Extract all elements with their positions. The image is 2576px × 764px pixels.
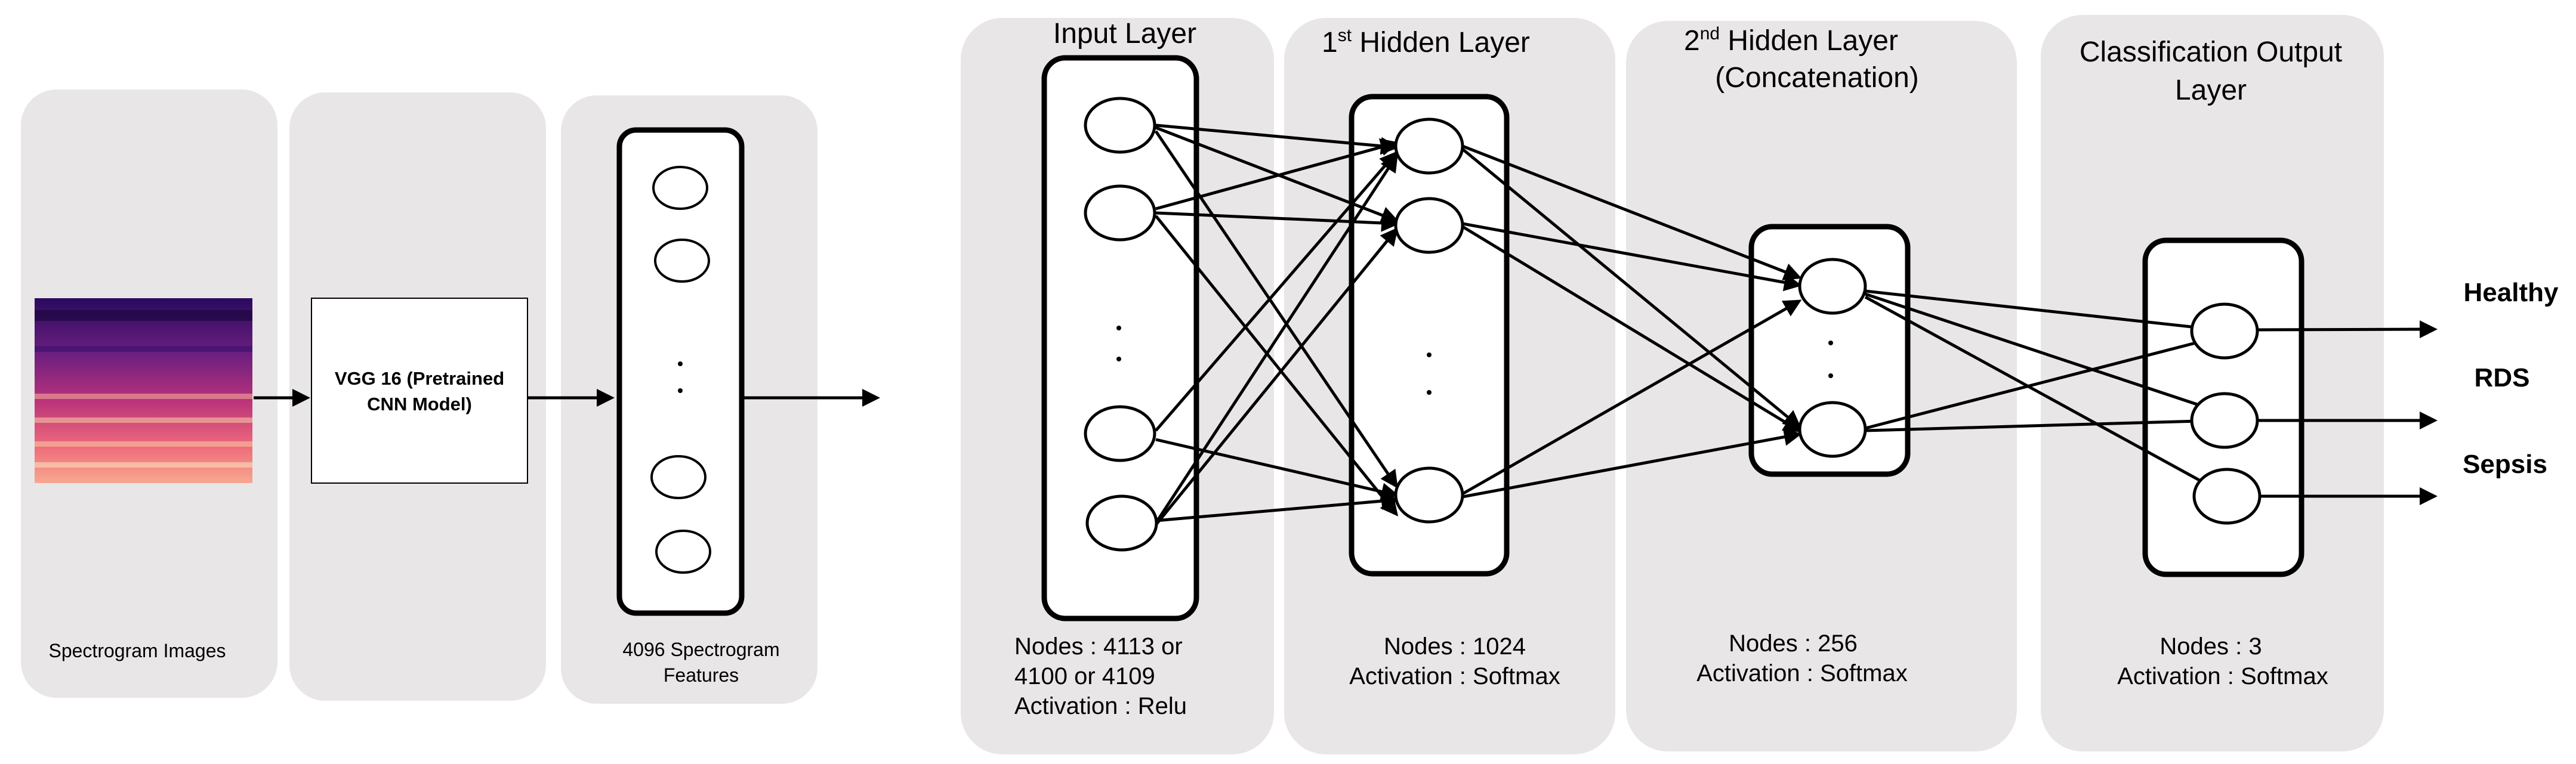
- vgg-label-line1: VGG 16 (Pretrained: [335, 368, 504, 389]
- input-activation: Activation : Relu: [1014, 693, 1187, 719]
- class-label-sepsis: Sepsis: [2463, 450, 2547, 479]
- input-node: [1085, 494, 1158, 552]
- spectrogram-image: [35, 298, 252, 483]
- connections-hidden2-output: [1864, 289, 2224, 494]
- output-activation: Activation : Softmax: [2117, 663, 2328, 689]
- hidden2-node: [1798, 258, 1867, 315]
- input-node: [1084, 97, 1156, 154]
- ellipsis-dot: [1116, 326, 1121, 330]
- features-caption-line2: Features: [664, 664, 739, 686]
- hidden2-title-num: 2: [1684, 25, 1700, 57]
- hidden2-title-line2: (Concatenation): [1715, 62, 1919, 94]
- features-caption-line1: 4096 Spectrogram: [622, 639, 779, 660]
- hidden2-title-sup: nd: [1700, 24, 1720, 44]
- ellipsis-dot: [1828, 373, 1833, 378]
- hidden2-node: [1798, 401, 1867, 458]
- hidden1-node: [1394, 197, 1464, 254]
- output-node-sepsis: [2192, 468, 2262, 525]
- output-title-line2: Layer: [2175, 75, 2247, 106]
- ellipsis-dot: [1427, 390, 1432, 395]
- input-nodes-line1: Nodes : 4113 or: [1014, 633, 1183, 660]
- hidden1-title: 1st Hidden Layer: [1322, 26, 1530, 58]
- input-node: [1084, 184, 1156, 242]
- ellipsis-dot: [678, 361, 683, 366]
- feature-node: [655, 530, 711, 574]
- hidden1-title-num: 1: [1322, 27, 1338, 58]
- feature-node: [654, 239, 710, 283]
- input-node: [1084, 405, 1156, 462]
- hidden2-nodes: Nodes : 256: [1729, 630, 1858, 657]
- ellipsis-dot: [1427, 352, 1432, 357]
- hidden2-activation: Activation : Softmax: [1696, 660, 1907, 686]
- class-label-rds: RDS: [2475, 363, 2530, 392]
- connections-hidden1-hidden2: [1461, 144, 1802, 499]
- connections-input-hidden1: [1154, 123, 1399, 526]
- ellipsis-dot: [678, 388, 683, 393]
- feature-node: [652, 166, 708, 210]
- output-title-line1: Classification Output: [2080, 36, 2342, 68]
- hidden1-title-rest: Hidden Layer: [1352, 27, 1530, 58]
- output-arrows: [2257, 320, 2438, 505]
- hidden1-nodes: Nodes : 1024: [1384, 633, 1526, 660]
- input-layer-frame: [1041, 55, 1199, 621]
- hidden1-node: [1394, 466, 1464, 524]
- hidden2-title: 2nd Hidden Layer: [1684, 24, 1898, 57]
- input-nodes-line2: 4100 or 4109: [1014, 663, 1155, 689]
- feature-node: [650, 455, 707, 499]
- output-node-rds: [2190, 392, 2259, 449]
- class-label-healthy: Healthy: [2464, 278, 2559, 307]
- ellipsis-dot: [1116, 357, 1121, 361]
- vgg-box: [311, 298, 528, 484]
- features-column: [616, 127, 745, 616]
- spectrogram-caption: Spectrogram Images: [48, 640, 226, 661]
- ellipsis-dot: [1828, 341, 1833, 345]
- output-nodes: Nodes : 3: [2159, 633, 2262, 660]
- vgg-label-line2: CNN Model): [367, 394, 472, 415]
- hidden2-title-rest: Hidden Layer: [1720, 25, 1898, 57]
- hidden1-activation: Activation : Softmax: [1349, 663, 1560, 689]
- input-layer-title: Input Layer: [1053, 18, 1196, 50]
- hidden1-title-sup: st: [1338, 26, 1352, 45]
- hidden1-node: [1394, 117, 1464, 175]
- output-node-healthy: [2190, 302, 2259, 360]
